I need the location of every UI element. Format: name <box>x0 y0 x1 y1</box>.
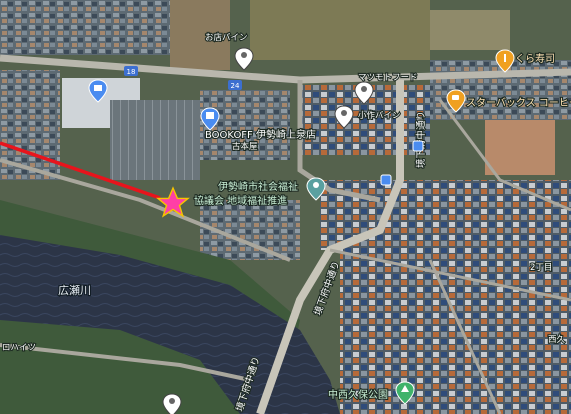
road <box>0 343 251 382</box>
building-block <box>430 180 571 260</box>
bookoff-label: BOOKOFF 伊勢崎上泉店 <box>205 128 316 141</box>
kura-sushi-label: くら寿司 <box>515 52 555 65</box>
field <box>485 120 555 175</box>
welfare-pin-icon[interactable] <box>306 177 326 201</box>
welfare-label-line2: 協議会 地域福祉推進 <box>194 194 287 207</box>
location-pin-icon[interactable] <box>334 105 354 129</box>
road <box>329 248 571 302</box>
building-block <box>0 0 170 55</box>
starbucks-label: スターバックス コーヒー <box>466 97 571 109</box>
bookstore-pin-icon[interactable] <box>200 107 220 131</box>
field <box>250 0 430 60</box>
restaurant-pin-icon[interactable] <box>495 49 515 73</box>
parking-lot <box>110 100 200 180</box>
area-label-right: 西久 <box>548 334 566 345</box>
river-label: 広瀬川 <box>58 283 91 297</box>
svg-text:18: 18 <box>127 68 136 76</box>
cafe-pin-icon[interactable] <box>446 89 466 113</box>
vertical-road <box>256 80 404 414</box>
route-shield-18: 18 <box>124 66 138 76</box>
field <box>430 10 510 50</box>
location-pin-icon[interactable] <box>234 47 254 71</box>
street-label: 小作バイン <box>358 110 401 121</box>
building-block <box>430 60 571 120</box>
welfare-label-line1: 伊勢崎市社会福祉 <box>218 180 298 193</box>
road <box>0 158 291 262</box>
bookoff-sub-label: 古本屋 <box>232 141 258 152</box>
field <box>170 0 230 70</box>
route-shield-24: 24 <box>228 80 242 90</box>
road-label-vertical: 境下府中通り <box>415 111 427 168</box>
bus-stop-icon[interactable] <box>412 140 424 152</box>
river <box>0 235 340 414</box>
park-pin-icon[interactable] <box>395 381 415 405</box>
store-label: マツモトフード <box>358 73 418 83</box>
pointer-line <box>0 141 161 200</box>
area-label: ロハイツ <box>2 343 36 353</box>
park-label: 中西久保公園 <box>328 388 388 401</box>
location-pin-icon[interactable] <box>354 81 374 105</box>
shopping-pin-icon[interactable] <box>88 79 108 103</box>
district-label: 2丁目 <box>530 263 552 273</box>
bus-stop-icon[interactable] <box>380 174 392 186</box>
road <box>428 259 502 414</box>
star-marker-icon[interactable] <box>156 186 190 218</box>
poi-label: お店バイン <box>205 32 248 43</box>
road <box>438 99 571 212</box>
location-pin-icon[interactable] <box>162 393 182 414</box>
svg-text:24: 24 <box>231 82 240 90</box>
